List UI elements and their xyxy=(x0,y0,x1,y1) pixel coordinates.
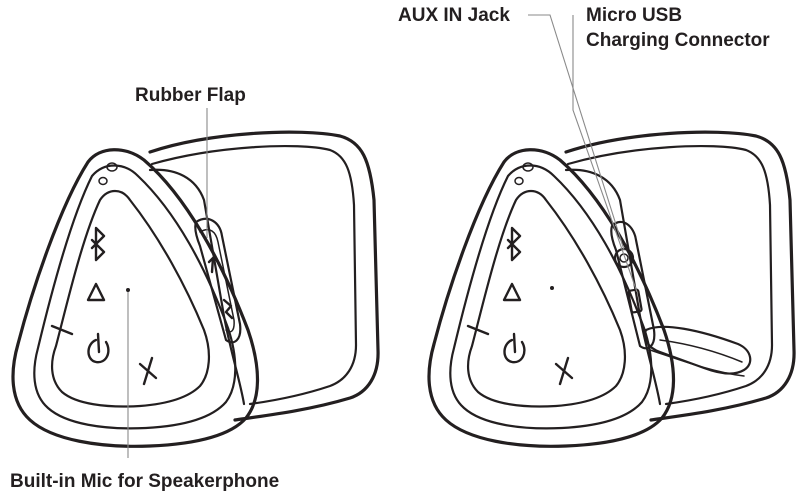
speaker-right-front-panel xyxy=(466,189,626,408)
speaker-left-top-hole-2 xyxy=(98,176,108,186)
speaker-right-body-inner xyxy=(566,145,774,406)
rubber-flap-inner xyxy=(199,228,235,333)
speaker-left-body-inner xyxy=(150,145,358,406)
label-micro-usb-line1: Micro USB xyxy=(586,5,682,26)
leader-micro-usb xyxy=(572,15,638,293)
micro-usb-port xyxy=(627,288,643,314)
speaker-right-front-rim xyxy=(449,164,653,430)
label-micro-usb-line2: Charging Connector xyxy=(586,30,770,51)
speaker-left-front-rim xyxy=(33,164,237,430)
power-icon xyxy=(503,332,526,364)
speaker-right-side-panel xyxy=(564,168,662,406)
plus-icon xyxy=(138,356,158,386)
label-rubber-flap: Rubber Flap xyxy=(135,85,246,106)
speaker-right xyxy=(427,130,796,448)
speaker-left-front-panel xyxy=(50,189,210,408)
minus-icon xyxy=(50,324,74,336)
minus-icon xyxy=(466,324,490,336)
speaker-right-front-outer xyxy=(427,148,676,448)
speaker-left-front-outer xyxy=(11,148,260,448)
speaker-left-mic-hole xyxy=(126,288,130,292)
speaker-right-body xyxy=(564,130,796,422)
plus-icon xyxy=(554,356,574,386)
leader-aux-in xyxy=(528,14,625,251)
speaker-left-side-panel xyxy=(148,168,246,406)
play-pause-icon xyxy=(502,282,522,302)
leader-lines xyxy=(127,14,638,458)
bluetooth-icon xyxy=(506,226,522,262)
speaker-right-top-hole-2 xyxy=(514,176,524,186)
label-built-in-mic: Built-in Mic for Speakerphone xyxy=(10,471,279,492)
flap-aux-symbol xyxy=(207,256,215,274)
speaker-right-top-hole xyxy=(522,162,534,172)
flap-usb-symbol xyxy=(222,298,234,320)
play-pause-icon xyxy=(86,282,106,302)
speaker-left-top-hole xyxy=(106,162,118,172)
label-aux-in-jack: AUX IN Jack xyxy=(398,5,510,26)
power-icon xyxy=(87,332,110,364)
bluetooth-icon xyxy=(90,226,106,262)
speaker-left xyxy=(11,130,380,448)
speaker-right-mic-hole xyxy=(550,286,554,290)
rubber-flap xyxy=(194,217,242,344)
usb-cable-icon xyxy=(643,325,752,377)
speaker-left-body xyxy=(148,130,380,422)
